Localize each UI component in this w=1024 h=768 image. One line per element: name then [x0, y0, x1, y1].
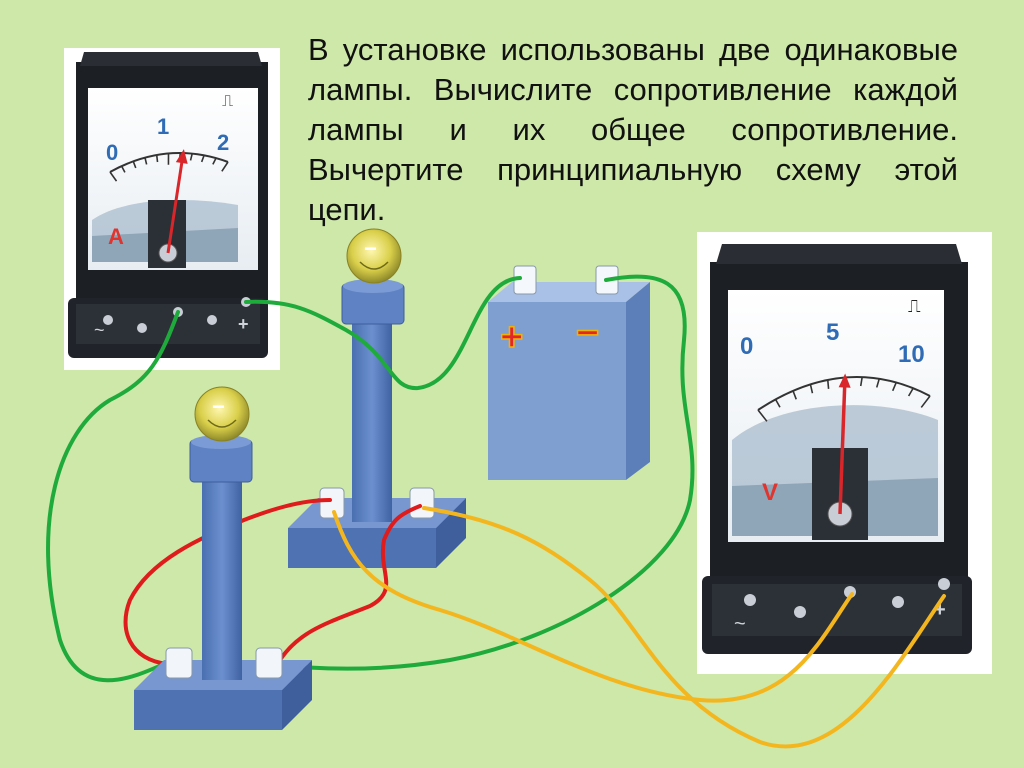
battery-side: [626, 282, 650, 480]
wire-yellow-back-left-to-voltmeter: [332, 510, 854, 703]
ammeter-unit: A: [108, 224, 124, 249]
scale-tick: [144, 157, 148, 165]
ammeter-plus-mark: +: [238, 314, 249, 334]
ammeter: 0 1 2 A ⎍ ~ +: [64, 48, 280, 370]
voltmeter-dc-symbol: ⎍: [908, 296, 921, 316]
ammeter-needle: [166, 158, 184, 254]
lamp-stand-back-terminal-right: [409, 487, 435, 519]
scale-tick: [859, 376, 863, 387]
scale-tick: [132, 161, 137, 169]
scale-tick: [920, 395, 931, 408]
scale-tick: [774, 399, 781, 408]
scale-tick: [809, 384, 814, 394]
ammeter-ac-mark: ~: [94, 320, 105, 340]
lamp-stand-front-terminal-right: [255, 647, 283, 679]
scale-tick: [212, 157, 217, 165]
task-text: В установке использованы две одинаковые …: [308, 32, 958, 227]
ammeter-terminal: [103, 315, 113, 325]
lamp-stand-front-base-front: [134, 690, 282, 730]
wire-green-ammeter-to-battery: [244, 276, 522, 391]
battery-plus-sign: +: [500, 315, 523, 359]
lamp-back-minus-sign: −: [364, 236, 377, 261]
voltmeter-needle: [838, 383, 847, 515]
scale-tick: [907, 387, 914, 397]
voltmeter-terminal: [892, 596, 904, 608]
ammeter-scale-2: 2: [217, 130, 229, 155]
ammeter-top: [80, 52, 262, 66]
lamp-front-filament: [207, 419, 237, 428]
battery-minus-sign: −: [576, 311, 599, 355]
lamp-bulb-back: [346, 228, 402, 284]
lamp-stand-front-socket-rim: [191, 435, 251, 449]
voltmeter-scale-0: 0: [740, 333, 753, 360]
ammeter-scale-1: 1: [157, 114, 169, 139]
voltmeter-terminal-panel: [712, 584, 962, 636]
wire-yellow-back-right-to-voltmeter: [422, 506, 946, 749]
scale-tick: [120, 165, 126, 173]
lamp-stand-back: −: [288, 228, 466, 568]
ammeter-needle-tip: [175, 149, 188, 164]
voltmeter-terminal: [744, 594, 756, 606]
lamp-stand-back-terminal-left: [319, 487, 345, 519]
scale-tick: [826, 379, 830, 389]
lamp-stand-back-socket-rim: [343, 279, 403, 293]
lamp-bulb-front: [194, 386, 250, 442]
lamp-front-minus-sign: −: [212, 394, 225, 419]
wire-red-back-left-to-front-left: [123, 498, 332, 666]
voltmeter-plus-mark: +: [934, 599, 946, 621]
ammeter-terminal: [137, 323, 147, 333]
lamp-stand-front: −: [134, 386, 312, 730]
scale-tick: [891, 382, 897, 392]
battery-front: [488, 302, 626, 480]
battery: + −: [488, 265, 650, 480]
lamp-stand-front-column: [202, 470, 242, 680]
voltmeter-scale-10: 10: [898, 341, 925, 368]
scale-tick: [757, 409, 768, 422]
wires: [46, 274, 946, 749]
scale-tick: [189, 153, 193, 161]
lamp-stand-front-base-side: [282, 660, 312, 730]
voltmeter-terminal: [794, 606, 806, 618]
scale-tick: [155, 154, 159, 163]
battery-top: [488, 282, 650, 302]
voltmeter-needle-tip: [838, 373, 851, 388]
scale-tick: [109, 171, 118, 182]
voltmeter-ac-mark: ~: [734, 613, 746, 635]
voltmeter-top: [716, 244, 962, 264]
wire-green-ammeter-to-front-lamp: [46, 310, 180, 683]
ammeter-scale-0: 0: [106, 140, 118, 165]
lamp-stand-back-column: [352, 312, 392, 522]
scale-tick: [221, 161, 229, 172]
lamp-stand-front-terminal-left: [165, 647, 193, 679]
wire-green-battery-to-front-lamp: [268, 274, 695, 671]
voltmeter-unit: V: [762, 479, 778, 506]
voltmeter-terminal: [938, 578, 950, 590]
scale-tick: [875, 378, 881, 388]
scale-tick: [792, 390, 797, 400]
lamp-stand-back-base-front: [288, 528, 436, 568]
scale-tick: [200, 155, 205, 163]
ammeter-dc-symbol: ⎍: [222, 93, 233, 110]
voltmeter-scale-5: 5: [826, 319, 839, 346]
lamp-back-filament: [359, 261, 389, 270]
ammeter-terminal: [207, 315, 217, 325]
